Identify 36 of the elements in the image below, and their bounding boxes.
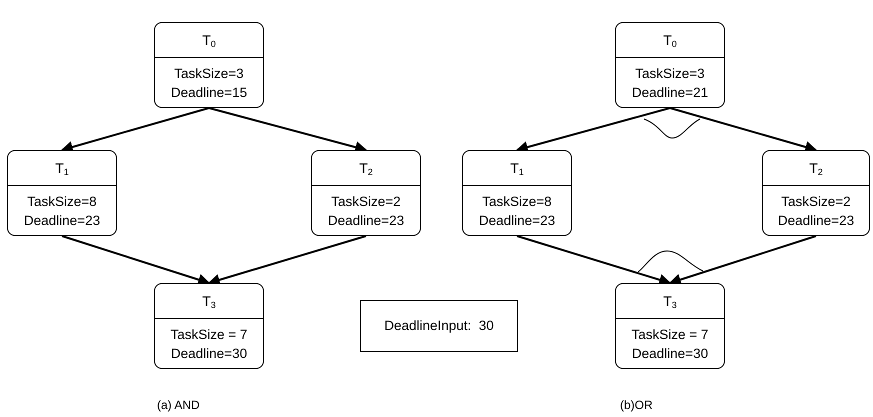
- task-name: T$_{2}$: [809, 161, 823, 175]
- task-attributes: TaskSize=2 Deadline=23: [776, 192, 856, 230]
- task-attributes: TaskSize=8 Deadline=23: [478, 192, 556, 230]
- task-box: [154, 283, 264, 369]
- task-name: T$_{0}$: [202, 33, 216, 47]
- arrow: [670, 107, 818, 153]
- task-name: T$_{3}$: [663, 294, 677, 308]
- arrow: [516, 235, 672, 286]
- task-box: [311, 150, 421, 236]
- task-name: T$_{0}$: [663, 33, 677, 47]
- arrow: [62, 235, 210, 286]
- task-name: T$_{2}$: [359, 161, 373, 175]
- task-attributes: TaskSize=2 Deadline=23: [326, 192, 406, 230]
- task-attributes: TaskSize=3 Deadline=21: [630, 64, 710, 102]
- task-box: [615, 22, 725, 108]
- task-name: T$_{3}$: [202, 294, 216, 308]
- task-attributes: TaskSize=3 Deadline=15: [170, 64, 248, 102]
- arrow: [60, 107, 210, 153]
- task-name: T$_{1}$: [510, 161, 524, 175]
- arrow: [208, 107, 368, 153]
- task-box: [154, 22, 264, 108]
- task-attributes: TaskSize = 7 Deadline=30: [630, 326, 710, 362]
- arrow: [668, 235, 816, 286]
- deadline-input-text: DeadlineInput: 30: [384, 316, 494, 335]
- task-box: [7, 150, 117, 236]
- task-box: [615, 283, 725, 369]
- arrow: [208, 235, 366, 286]
- task-attributes: TaskSize=8 Deadline=23: [22, 192, 102, 230]
- task-box: [762, 150, 870, 236]
- arrow: [516, 107, 670, 153]
- info-box: [360, 300, 518, 352]
- task-attributes: TaskSize = 7 Deadline=30: [170, 326, 248, 362]
- task-name: T$_{1}$: [55, 161, 69, 175]
- subfigure-caption: (a) AND: [157, 397, 200, 414]
- subfigure-caption: (b)OR: [620, 397, 653, 414]
- task-box: [462, 150, 572, 236]
